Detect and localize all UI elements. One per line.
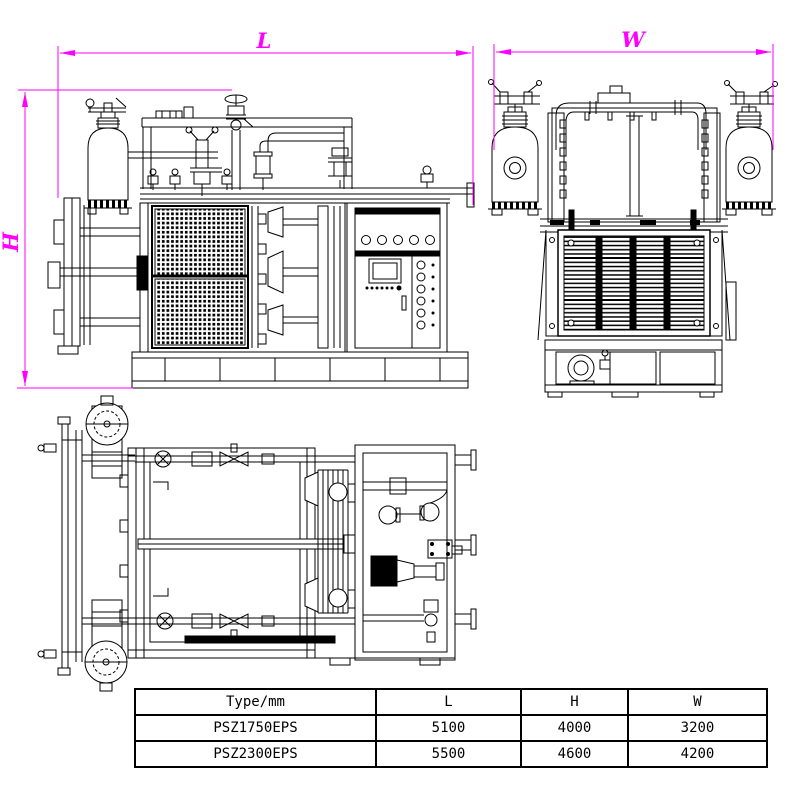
dim-label-length: L [256,28,272,53]
left-rails [37,416,83,676]
dim-label-width: W [621,27,647,52]
dimension-annotations: L W H [0,27,774,389]
side-view [488,79,778,398]
spec-table-header-row: Type/mm L H W [134,688,768,716]
spec-col-w: W [627,688,768,716]
top-pipe-run [82,443,355,468]
bottom-pipe-run [82,612,355,639]
tie-rod-assembly [47,197,140,355]
model-width: 3200 [627,714,768,742]
small-valves-row [147,168,233,190]
model-length: 5100 [375,714,522,742]
mesh-panel-upper [154,208,246,276]
model-height: 4600 [520,740,629,768]
dim-line-length [57,46,474,205]
front-piping [128,126,475,208]
gantry-frame [141,106,353,189]
top-view [37,395,477,692]
front-base [131,351,469,389]
spec-table-row: PSZ1750EPS 5100 4000 3200 [134,714,768,742]
spec-table-row: PSZ2300EPS 5500 4600 4200 [134,740,768,768]
grate [537,229,737,341]
cylinder-wheel-top [85,395,129,479]
arch-pipe [555,85,707,150]
motor-block [370,555,398,587]
model-height: 4000 [520,714,629,742]
dim-line-height [17,89,232,389]
panel-buttons [416,260,426,330]
bed-frame [119,447,357,659]
dim-line-width [493,44,774,150]
model-length: 5500 [375,740,522,768]
dim-label-height: H [0,231,23,253]
model-width: 4200 [627,740,768,768]
press-body [136,202,346,353]
mesh-panel-lower [154,278,246,346]
spec-col-l: L [375,688,522,716]
center-pipe [629,115,640,217]
front-tank [84,97,132,215]
control-cabinet [346,202,448,353]
front-view [47,94,475,389]
side-tank-left [488,79,542,216]
model-name: PSZ1750EPS [134,714,377,742]
model-name: PSZ2300EPS [134,740,377,768]
side-tank-right [722,80,778,216]
panel-dots [365,285,402,291]
side-base [544,339,723,398]
platen-stack [304,469,357,614]
spec-col-type: Type/mm [134,688,377,716]
spec-col-h: H [520,688,629,716]
cylinder-wheel-bottom [84,599,128,692]
spec-table: Type/mm L H W PSZ1750EPS 5100 4000 3200 … [134,688,768,768]
panel-screen [368,258,402,284]
indicator-lights [361,235,435,245]
pump-frame [128,444,477,666]
